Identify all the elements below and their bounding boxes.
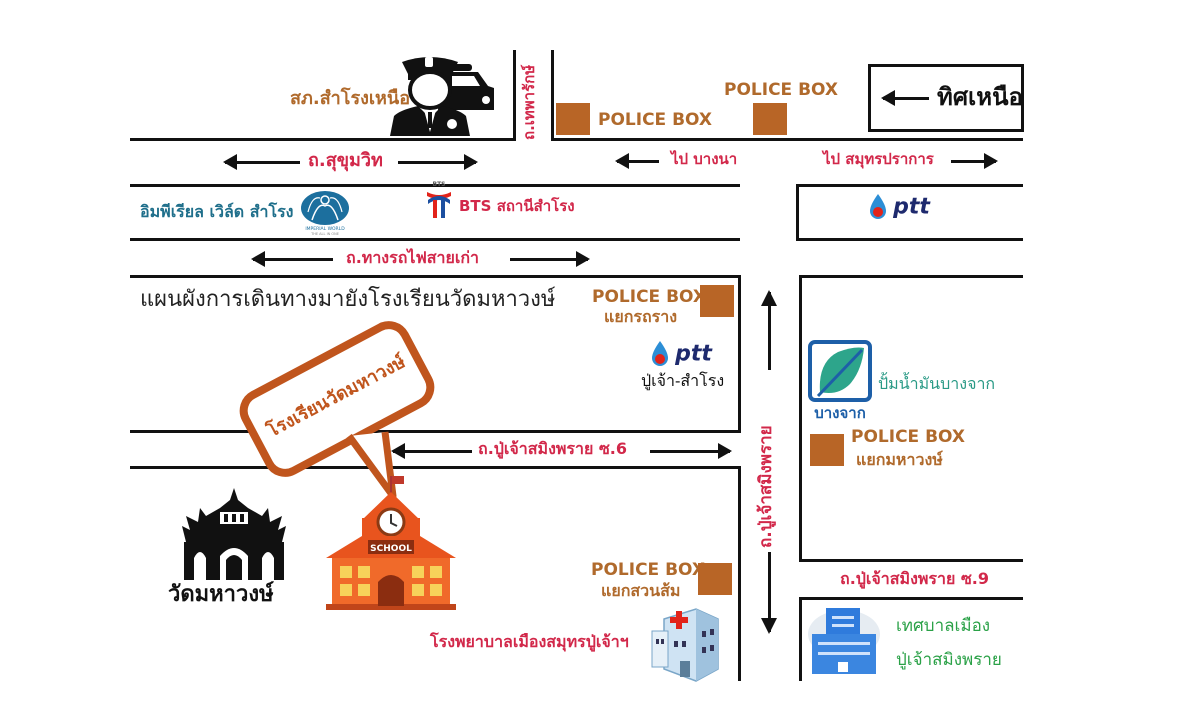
bangchak-label: ปั้มน้ำมันบางจาก <box>878 374 996 393</box>
arrow-right-icon <box>650 443 732 459</box>
police-box-label: POLICE BOX <box>598 110 712 130</box>
police-box-label: POLICE BOX <box>591 560 705 580</box>
road-edge <box>796 184 1023 187</box>
road-edge <box>513 50 516 141</box>
arrow-right-icon <box>398 154 478 170</box>
arrow-left-icon <box>391 443 473 459</box>
police-box-marker[interactable] <box>556 103 590 135</box>
arrow-up-icon <box>761 290 777 370</box>
direction-samutprakan: ไป สมุทรปราการ <box>823 150 934 168</box>
road-edge <box>130 184 740 187</box>
road-edge <box>551 50 554 141</box>
ptt-flame-icon <box>870 194 886 219</box>
temple-icon[interactable] <box>178 486 290 580</box>
arrow-right-icon <box>951 153 998 169</box>
police-box-sub: แยกสวนส้ม <box>601 581 681 600</box>
ptt-station-puchao[interactable]: ptt <box>650 340 712 368</box>
road-edge <box>130 430 741 433</box>
temple-label: วัดมหาวงษ์ <box>168 582 274 607</box>
arrow-left-icon <box>881 90 929 106</box>
municipality-building-icon[interactable] <box>806 604 884 676</box>
bts-station-label: BTS สถานีสำโรง <box>459 197 575 215</box>
road-edge <box>799 275 1023 278</box>
school-icon[interactable]: SCHOOL <box>326 474 456 610</box>
police-box-label: POLICE BOX <box>592 287 706 307</box>
hospital-icon[interactable] <box>650 605 722 683</box>
road-edge <box>799 275 802 562</box>
road-edge <box>738 466 741 681</box>
bts-logo[interactable]: BTS <box>424 180 454 220</box>
road-edge <box>130 466 741 469</box>
imperial-world-label: อิมพีเรียล เวิล์ด สำโรง <box>140 202 294 221</box>
road-label-old-railway: ถ.ทางรถไฟสายเก่า <box>340 250 486 266</box>
road-edge <box>799 597 802 681</box>
municipality-label-line2: ปู่เจ้าสมิงพราย <box>896 650 1002 670</box>
road-edge <box>799 597 1023 600</box>
road-edge <box>551 138 1023 141</box>
bts-logo-text: BTS <box>433 181 446 188</box>
police-box-marker[interactable] <box>698 563 732 595</box>
police-officer-icon[interactable] <box>390 52 500 136</box>
police-box-label: POLICE BOX <box>851 427 965 447</box>
ptt-flame-icon <box>652 341 668 366</box>
school-sign-text: SCHOOL <box>370 544 412 554</box>
road-label-puchao-soi6: ถ.ปู่เจ้าสมิงพราย ซ.6 <box>472 441 634 457</box>
hospital-label: โรงพยาบาลเมืองสมุทรปู่เจ้าฯ <box>430 632 629 651</box>
arrow-right-icon <box>510 251 590 267</box>
arrow-down-icon <box>761 552 777 634</box>
road-label-sukhumvit: ถ.สุขุมวิท <box>302 152 389 170</box>
road-edge <box>738 275 741 433</box>
road-edge <box>130 138 515 141</box>
road-edge <box>799 559 1023 562</box>
school-callout-label: โรงเรียนวัดมหาวงษ์ <box>263 351 409 442</box>
road-edge <box>130 238 740 241</box>
municipality-label-line1: เทศบาลเมือง <box>896 616 991 636</box>
map-title: แผนผังการเดินทางมายังโรงเรียนวัดมหาวงษ์ <box>140 287 556 312</box>
police-box-sub: แยกรถราง <box>604 307 678 326</box>
north-label: ทิศเหนือ <box>937 83 1023 111</box>
imperial-logo-name: IMPERIAL WORLD <box>305 226 345 232</box>
arrow-left-icon <box>223 154 300 170</box>
school-callout-bubble[interactable]: โรงเรียนวัดมหาวงษ์ <box>231 313 443 485</box>
road-label-thepharak: ถ.เทพารักษ์ <box>520 64 538 140</box>
imperial-world-logo[interactable]: IMPERIAL WORLD THE ALL IN ONE <box>298 190 352 236</box>
police-box-marker[interactable] <box>810 434 844 466</box>
police-box-label: POLICE BOX <box>724 80 838 100</box>
ptt-puchao-label: ปู่เจ้า-สำโรง <box>641 371 725 390</box>
direction-bangna: ไป บางนา <box>671 150 738 168</box>
road-edge <box>796 184 799 241</box>
imperial-logo-tagline: THE ALL IN ONE <box>310 232 339 236</box>
bangchak-logo-text: บางจาก <box>814 404 866 422</box>
ptt-logo-text: ptt <box>893 194 930 220</box>
police-box-marker[interactable] <box>753 103 787 135</box>
police-box-sub: แยกมหาวงษ์ <box>856 450 943 469</box>
road-label-puchao-main: ถ.ปู่เจ้าสมิงพราย <box>756 425 776 548</box>
road-label-puchao-soi9: ถ.ปู่เจ้าสมิงพราย ซ.9 <box>840 569 990 588</box>
road-edge <box>130 275 740 278</box>
police-box-marker[interactable] <box>700 285 734 317</box>
ptt-logo-text: ptt <box>675 341 712 367</box>
road-edge <box>796 238 1023 241</box>
arrow-left-icon <box>251 251 333 267</box>
north-indicator: ทิศเหนือ <box>868 64 1024 132</box>
bangchak-logo[interactable]: บางจาก <box>808 340 872 422</box>
police-station-label: สภ.สำโรงเหนือ <box>290 88 411 109</box>
ptt-station-top[interactable]: ptt <box>868 193 930 221</box>
arrow-left-icon <box>615 153 659 169</box>
